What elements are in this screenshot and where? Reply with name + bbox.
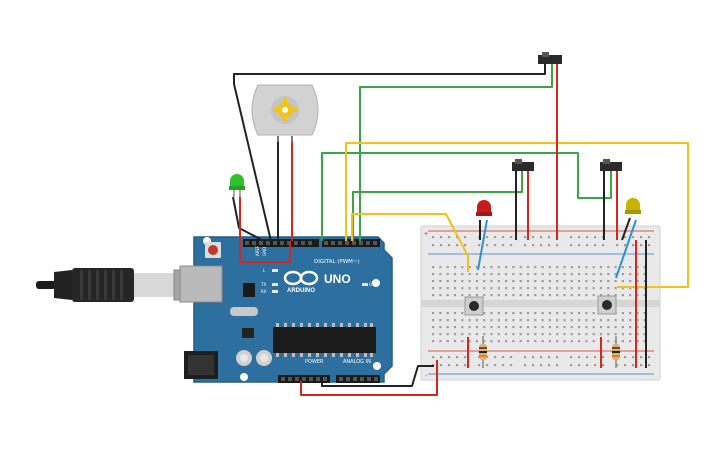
reset-button[interactable] — [205, 242, 221, 258]
red-led[interactable] — [476, 200, 492, 216]
arduino-brand: ARDUINO — [287, 288, 315, 294]
wire-black-yellow-led[interactable] — [621, 217, 631, 241]
wire-green-top-switch[interactable] — [359, 62, 553, 241]
uno-model: UNO — [324, 272, 351, 286]
wire-black-top[interactable] — [233, 62, 546, 242]
wire-black-led-green[interactable] — [232, 196, 265, 242]
pushbutton-right[interactable] — [597, 295, 617, 315]
resistor-right[interactable] — [612, 336, 620, 368]
digital-pwm-label: DIGITAL (PWM~) — [314, 259, 360, 265]
rail-plus-top: + — [424, 231, 428, 238]
center-channel — [421, 300, 660, 307]
wire-blue-left[interactable] — [477, 219, 488, 271]
aref-label: AREF — [255, 245, 260, 256]
green-led[interactable] — [229, 174, 245, 197]
wire-yellow-top[interactable] — [345, 142, 689, 288]
breadboard[interactable]: + - — [420, 225, 661, 381]
wire-yellow-mid[interactable] — [351, 213, 469, 272]
crystal — [230, 307, 258, 316]
wires[interactable] — [232, 62, 689, 396]
analog-label: ANALOG IN — [343, 359, 371, 365]
power-label: POWER — [305, 359, 324, 365]
wire-black-bottom[interactable] — [321, 365, 434, 387]
atmega-chip — [273, 327, 376, 353]
gnd-label: GND — [262, 247, 267, 256]
gear-icon — [273, 98, 297, 122]
slide-switch-right[interactable] — [600, 159, 622, 171]
icsp-header — [243, 283, 255, 297]
on-led-label: ON — [369, 282, 375, 287]
digital-header-right — [322, 239, 380, 247]
breadboard-holes[interactable] — [432, 236, 651, 367]
wire-blue-right[interactable] — [615, 219, 637, 279]
wire-red-bottom[interactable] — [300, 360, 438, 396]
rx-led-label: RX — [261, 289, 267, 294]
slide-switch-top[interactable] — [538, 52, 562, 64]
analog-header — [336, 375, 380, 383]
l-led-label: L — [263, 268, 266, 273]
usb-jack — [179, 265, 223, 303]
resistor-left[interactable] — [479, 336, 487, 368]
wire-red-led-green[interactable] — [239, 197, 291, 263]
pushbutton-left[interactable] — [464, 296, 484, 316]
arduino-uno-board[interactable]: AREF GND DIGITAL (PWM~) L TX RX ON ARDUI… — [179, 236, 393, 383]
dc-motor[interactable] — [251, 84, 319, 144]
rail-minus-bottom: - — [425, 373, 428, 380]
slide-switch-left[interactable] — [512, 159, 534, 171]
wire-green-long[interactable] — [321, 152, 612, 241]
tx-led-label: TX — [260, 282, 266, 287]
arduino-logo-icon — [283, 270, 319, 286]
yellow-led[interactable] — [625, 198, 641, 214]
